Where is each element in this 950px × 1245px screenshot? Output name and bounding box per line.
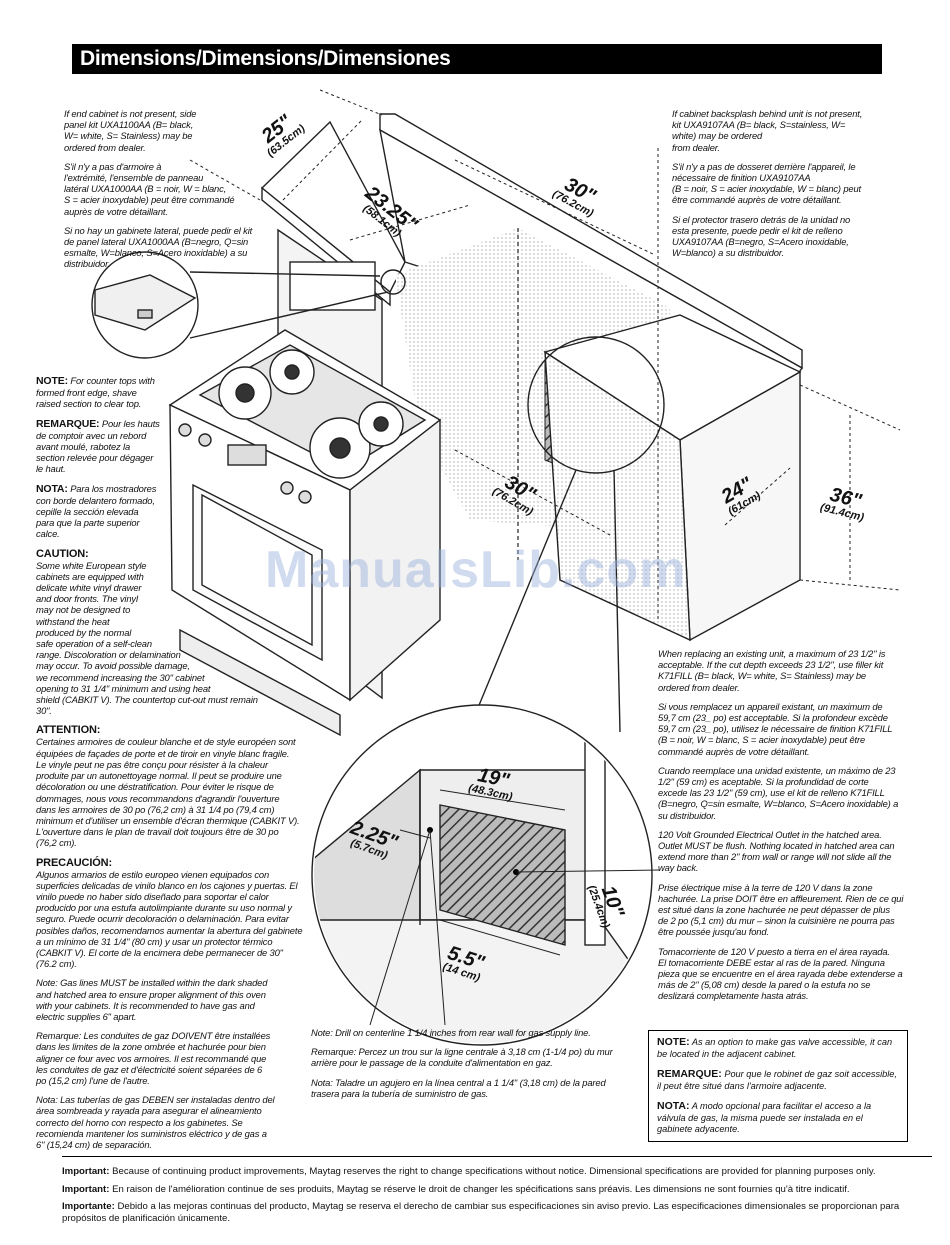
watermark: ManualsLib.com <box>265 541 687 599</box>
bottom-divider <box>62 1156 932 1157</box>
page-title: Dimensions/Dimensions/Dimensiones <box>72 44 882 74</box>
important-footer: Important: Because of continuing product… <box>62 1166 900 1224</box>
outlet-detail <box>311 336 665 1046</box>
right-notes-column: When replacing an existing unit, a maxim… <box>658 648 904 1002</box>
backsplash-kit-text: If cabinet backsplash behind unit is not… <box>672 108 863 259</box>
range <box>168 329 442 737</box>
countertop-edge-detail <box>91 251 406 359</box>
side-panel-kit-text: If end cabinet is not present, side pane… <box>64 108 253 270</box>
outlet-detail-dimension-lines <box>399 789 566 956</box>
right-cabinet <box>543 314 802 642</box>
dimension-lines <box>189 89 901 591</box>
drill-note: Note: Drill on centerline 1 1/4 inches f… <box>311 1027 613 1099</box>
gas-valve-note-box: NOTE: As an option to make gas valve acc… <box>648 1030 908 1142</box>
left-notes-column: NOTE: For counter tops with formed front… <box>36 375 303 1150</box>
callout-lines <box>369 829 661 1026</box>
